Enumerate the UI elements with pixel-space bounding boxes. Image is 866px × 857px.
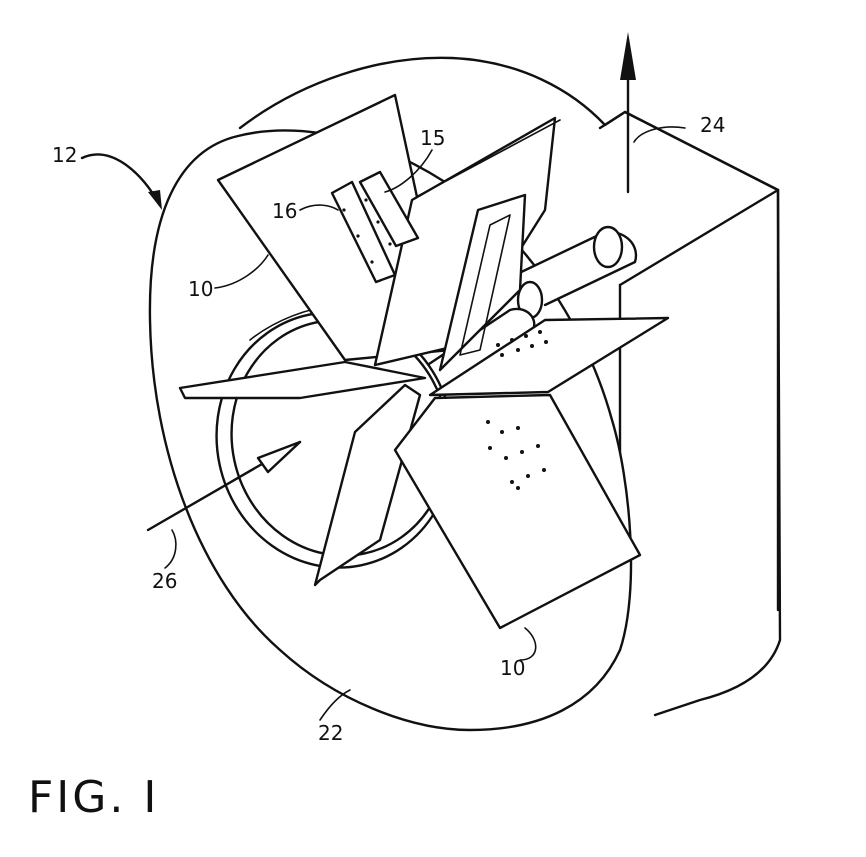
ref-label-10-upper: 10 (188, 277, 213, 301)
blade-lower-right (393, 393, 642, 630)
inlet-flow-arrow (146, 440, 302, 532)
leader-15 (384, 149, 433, 193)
blade-left-horizontal (178, 360, 427, 400)
leader-22 (319, 689, 351, 721)
ref-label-16: 16 (272, 199, 297, 223)
figure-caption: FIG. I (28, 772, 159, 823)
leader-12 (80, 153, 162, 207)
ref-label-24: 24 (700, 113, 725, 137)
leader-26 (164, 529, 177, 569)
outlet-flow-arrow (620, 32, 636, 194)
leader-24 (633, 126, 686, 143)
ref-label-15: 15 (420, 126, 445, 150)
impeller-blades (178, 93, 670, 630)
ref-label-12: 12 (52, 143, 77, 167)
outlet-arrow-head (620, 32, 636, 80)
rib-15 (358, 170, 420, 248)
ref-label-22: 22 (318, 721, 343, 745)
shaft-end (592, 225, 624, 269)
leader-10-upper (214, 254, 269, 289)
leader-10-lower (519, 627, 537, 661)
leader-12-head (148, 190, 162, 210)
blade-perforations (342, 198, 548, 490)
ref-label-26: 26 (152, 569, 177, 593)
blade-lower-left (313, 383, 422, 587)
leader-16 (299, 204, 339, 211)
leader-lines (80, 126, 686, 721)
blade-upper-front-edge (411, 119, 561, 201)
rib-16 (330, 180, 397, 284)
blade-right-horizontal (428, 316, 670, 397)
ref-label-10-lower: 10 (500, 656, 525, 680)
outlet-top-face (598, 110, 780, 287)
inlet-arrow-head (256, 440, 302, 474)
blade-slot-upper (459, 214, 511, 356)
